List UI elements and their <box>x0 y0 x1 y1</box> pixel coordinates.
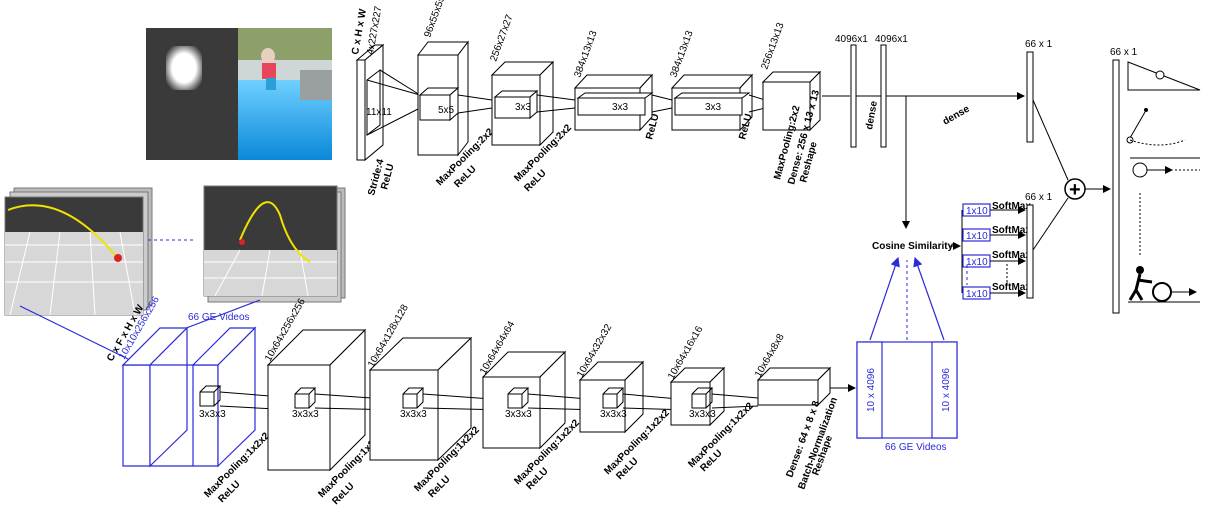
bottom-conv-block-5 <box>669 366 759 427</box>
fc2-dims: 4096x1 <box>875 34 908 45</box>
final-output-dims: 66 x 1 <box>1110 47 1138 58</box>
top-conv-block-2 <box>490 60 576 147</box>
bottom-conv-block-6 <box>756 366 832 407</box>
top-to-plus-line <box>1032 99 1069 181</box>
bottom-k-2: 3x3x3 <box>292 409 319 420</box>
pool-photo <box>238 28 332 160</box>
top-input-slab <box>355 43 421 162</box>
top-conv-block-4 <box>670 73 766 132</box>
softmax-row-2: 1x10 SoftMax <box>962 225 1031 242</box>
frame-link-left <box>19 305 131 361</box>
vec-label-4: 1x10 <box>966 289 988 300</box>
embedding-2: 10 x 4096 <box>941 368 952 412</box>
top-block4-dims: 384x13x13 <box>668 29 695 79</box>
top-output-dims: 66 x 1 <box>1025 39 1053 50</box>
bottom-k-4: 3x3x3 <box>505 409 532 420</box>
mask-image <box>146 28 238 160</box>
mid-to-plus-line <box>1032 197 1069 251</box>
top-kernel-3: 3x3 <box>515 102 532 113</box>
vec-label-1: 1x10 <box>966 206 988 217</box>
softmax-label-2: SoftMax <box>992 225 1031 236</box>
top-block1-dims: 96x55x55 <box>422 0 447 39</box>
add-node: + <box>1064 178 1086 201</box>
dense-label-2: dense <box>941 103 972 127</box>
push-icon <box>1128 266 1200 303</box>
sim-frames-left <box>4 187 153 316</box>
top-conv-block-5 <box>761 70 822 132</box>
top-conv-block-3 <box>573 73 673 132</box>
rolling-ball-icon <box>1132 162 1148 178</box>
top-block5-dims: 256x13x13 <box>759 21 786 71</box>
softmax-label-4: SoftMax <box>992 282 1031 293</box>
embedding-panel <box>856 341 958 439</box>
cosine-similarity-label: Cosine Similarity <box>872 241 954 252</box>
mid-output-dims: 66 x 1 <box>1025 192 1053 203</box>
top-conv-block-1 <box>416 40 493 157</box>
pendulum-icon <box>1129 111 1146 139</box>
fc1-dims: 4096x1 <box>835 34 868 45</box>
final-output-layer <box>1112 59 1120 314</box>
mid-output-layer <box>1026 204 1034 299</box>
fc1-layer <box>850 44 857 148</box>
plus-symbol: + <box>1069 179 1081 201</box>
bottom-conv-block-3 <box>481 350 601 450</box>
bottom-conv-block-1 <box>266 328 401 472</box>
bottom-ge-videos-label: 66 GE Videos <box>188 312 250 323</box>
bottom-input-volume <box>121 326 257 468</box>
top-block2-dims: 256x27x27 <box>488 13 515 63</box>
softmax-label-1: SoftMax <box>992 201 1031 212</box>
fc2-layer <box>880 44 887 148</box>
top-kernel-1: 11x11 <box>366 107 392 118</box>
physics-icons <box>1126 61 1201 303</box>
dense-label-1: dense <box>864 100 880 131</box>
bottom-ge-videos-bottom: 66 GE Videos <box>885 442 947 453</box>
vec-label-2: 1x10 <box>966 231 988 242</box>
top-output-layer <box>1026 51 1034 143</box>
emb-to-cosine-2 <box>913 256 945 341</box>
softmax-row-1: 1x10 SoftMax <box>962 201 1031 217</box>
bottom-conv-block-2 <box>368 336 506 462</box>
top-kernel-2: 5x5 <box>438 105 455 116</box>
bottom-k-5: 3x3x3 <box>600 409 627 420</box>
top-block3-dims: 384x13x13 <box>572 29 599 79</box>
sim-frames-right <box>203 185 346 303</box>
top-kernel-4: 3x3 <box>612 102 629 113</box>
bottom-k-3: 3x3x3 <box>400 409 427 420</box>
vec-label-3: 1x10 <box>966 257 988 268</box>
softmax-label-3: SoftMax <box>992 250 1031 261</box>
top-kernel-5: 3x3 <box>705 102 722 113</box>
bottom-conv-block-4 <box>578 360 691 434</box>
softmax-row-4: 1x10 SoftMax <box>962 282 1031 300</box>
bottom-k-1: 3x3x3 <box>199 409 226 420</box>
embedding-1: 10 x 4096 <box>866 368 877 412</box>
bottom-k-6: 3x3x3 <box>689 409 716 420</box>
emb-to-cosine-1 <box>869 256 900 341</box>
softmax-row-3: 1x10 SoftMax <box>962 250 1031 282</box>
